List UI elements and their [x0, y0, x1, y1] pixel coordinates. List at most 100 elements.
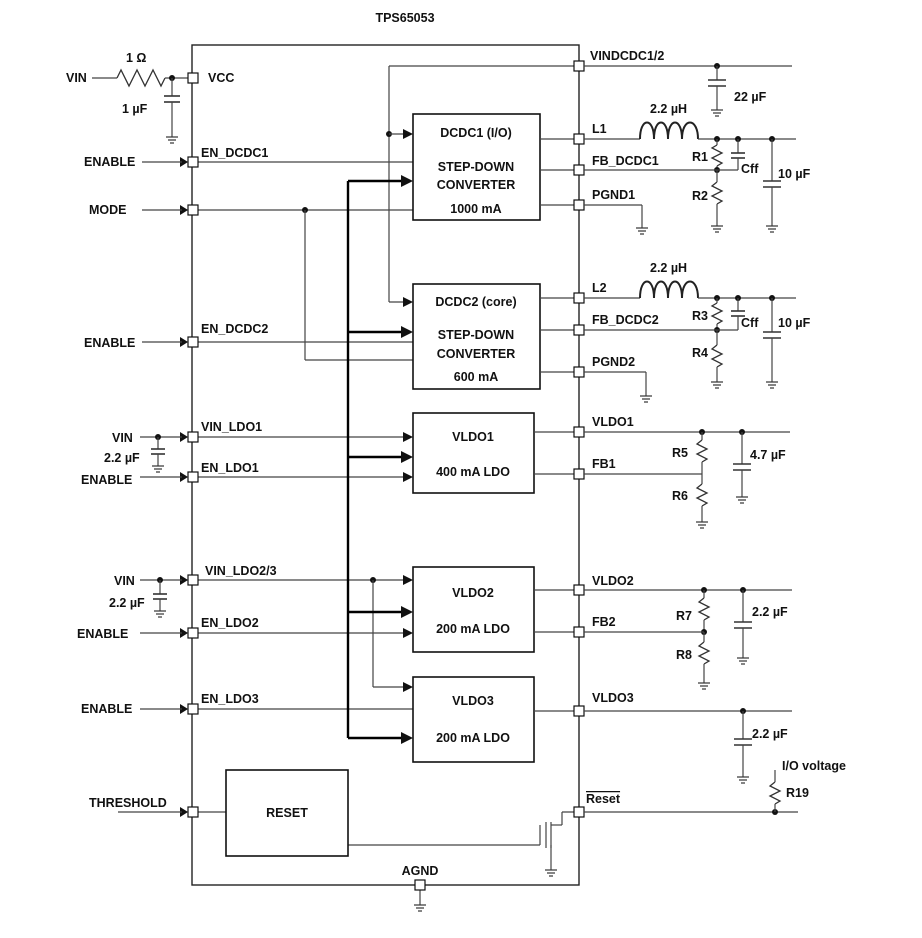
pin-pgnd2 [573, 366, 585, 378]
vldo1-output-network [584, 429, 790, 529]
c-vcc-label: 1 µF [122, 102, 148, 116]
vldo1-name: VLDO1 [452, 430, 494, 444]
pin-threshold [187, 806, 199, 818]
pin-fb-dcdc1 [573, 164, 585, 176]
io-voltage-label: I/O voltage [782, 759, 846, 773]
enable-ldo1-label: ENABLE [81, 473, 132, 487]
c-out1-label: 10 µF [778, 167, 811, 181]
dcdc2-line3: CONVERTER [437, 347, 515, 361]
pin-fb1 [573, 468, 585, 480]
pin-vldo3-label: VLDO3 [592, 691, 634, 705]
dcdc1-rating: 1000 mA [450, 202, 501, 216]
pin-fb2-label: FB2 [592, 615, 616, 629]
reset-pullup-network [584, 770, 798, 815]
vldo3-rating: 200 mA LDO [436, 731, 510, 745]
pin-en-ldo3-label: EN_LDO3 [201, 692, 259, 706]
cff1-label: Cff [741, 162, 759, 176]
pin-pgnd1-label: PGND1 [592, 188, 635, 202]
vin-ldo1-label: VIN [112, 431, 133, 445]
vin-vcc-label: VIN [66, 71, 87, 85]
pin-fb1-label: FB1 [592, 457, 616, 471]
external-inputs [118, 161, 182, 813]
block-vldo1: VLDO1 400 mA LDO [412, 412, 535, 494]
pin-vldo3 [573, 705, 585, 717]
vldo3-output-network [584, 708, 792, 784]
vcc-input-network [92, 68, 188, 144]
mode-label: MODE [89, 203, 127, 217]
r2-label: R2 [692, 189, 708, 203]
pin-en-ldo1 [187, 471, 199, 483]
r19-label: R19 [786, 786, 809, 800]
dcdc2-output-network [584, 280, 796, 403]
pin-vindcdc [573, 60, 585, 72]
block-dcdc2: DCDC2 (core) STEP-DOWN CONVERTER 600 mA [412, 283, 541, 390]
pin-en-dcdc1-label: EN_DCDC1 [201, 146, 268, 160]
enable-ldo3-label: ENABLE [81, 702, 132, 716]
pin-vin-ldo1-label: VIN_LDO1 [201, 420, 262, 434]
pin-fb-dcdc1-label: FB_DCDC1 [592, 154, 659, 168]
chip-title: TPS65053 [375, 11, 434, 25]
pin-en-ldo2 [187, 627, 199, 639]
pin-vldo2 [573, 584, 585, 596]
pin-vin-ldo23 [187, 574, 199, 586]
r8-label: R8 [676, 648, 692, 662]
block-reset: RESET [225, 769, 349, 857]
enable-ldo2-label: ENABLE [77, 627, 128, 641]
block-vldo3: VLDO3 200 mA LDO [412, 676, 535, 763]
pin-l2 [573, 292, 585, 304]
vin-ldo23-label: VIN [114, 574, 135, 588]
pin-l1 [573, 133, 585, 145]
pin-fb-dcdc2-label: FB_DCDC2 [592, 313, 659, 327]
enable1-label: ENABLE [84, 155, 135, 169]
r5-label: R5 [672, 446, 688, 460]
left-pins [187, 156, 199, 818]
pin-vin-ldo1 [187, 431, 199, 443]
block-vldo2: VLDO2 200 mA LDO [412, 566, 535, 653]
dcdc1-line3: CONVERTER [437, 178, 515, 192]
pin-en-ldo1-label: EN_LDO1 [201, 461, 259, 475]
r1-label: R1 [692, 150, 708, 164]
vldo3-name: VLDO3 [452, 694, 494, 708]
right-pins [414, 60, 585, 891]
output-wiring [534, 138, 579, 712]
c-out2-label: 10 µF [778, 316, 811, 330]
vindcdc-network [584, 63, 792, 117]
pin-fb-dcdc2 [573, 324, 585, 336]
dcdc2-name: DCDC2 (core) [435, 295, 516, 309]
pin-fb2 [573, 626, 585, 638]
vcc-bus [346, 179, 404, 740]
pin-reset [573, 806, 585, 818]
arrowheads [180, 129, 413, 817]
ic-outline [191, 44, 580, 886]
dcdc2-line2: STEP-DOWN [438, 328, 514, 342]
cff2-label: Cff [741, 316, 759, 330]
pin-mode [187, 204, 199, 216]
l1-value-label: 2.2 µH [650, 102, 687, 116]
pin-l2-label: L2 [592, 281, 607, 295]
pin-vldo1 [573, 426, 585, 438]
pin-en-dcdc2 [187, 336, 199, 348]
pin-vcc-label: VCC [208, 71, 234, 85]
pin-pgnd1 [573, 199, 585, 211]
pin-en-dcdc2-label: EN_DCDC2 [201, 322, 268, 336]
threshold-label: THRESHOLD [89, 796, 167, 810]
reset-name: RESET [266, 806, 308, 820]
pin-vin-ldo23-label: VIN_LDO2/3 [205, 564, 277, 578]
pin-agnd-label: AGND [402, 864, 439, 878]
pin-vldo1-label: VLDO1 [592, 415, 634, 429]
pin-reset-label: Reset [586, 792, 621, 806]
l2-value-label: 2.2 µH [650, 261, 687, 275]
pin-vldo2-label: VLDO2 [592, 574, 634, 588]
vldo2-output-network [584, 587, 792, 690]
r3-label: R3 [692, 309, 708, 323]
r-vcc-label: 1 Ω [126, 51, 146, 65]
c-ldo1-label: 4.7 µF [750, 448, 786, 462]
dcdc2-rating: 600 mA [454, 370, 498, 384]
pin-pgnd2-label: PGND2 [592, 355, 635, 369]
dcdc1-output-network [584, 121, 796, 235]
dcdc1-line2: STEP-DOWN [438, 160, 514, 174]
c-vindcdc-label: 22 µF [734, 90, 767, 104]
c-vin-ldo1-label: 2.2 µF [104, 451, 140, 465]
